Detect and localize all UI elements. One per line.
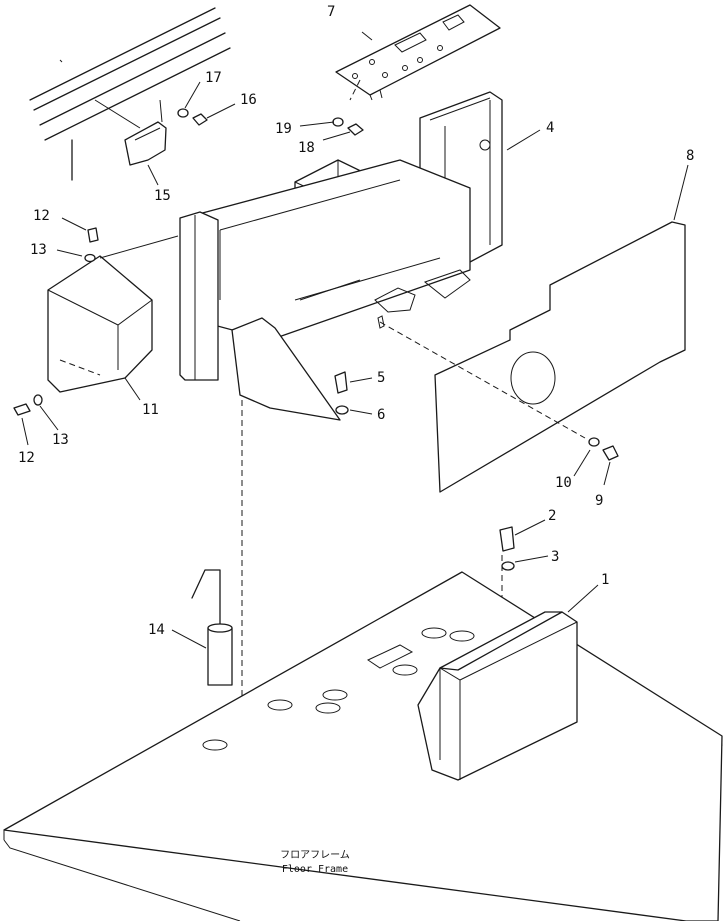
part-13-washer-lower — [33, 394, 43, 406]
callout-8: 8 — [686, 148, 694, 164]
callout-12-upper: 12 — [33, 208, 50, 224]
caption-english: Floor Frame — [282, 864, 348, 875]
part-1-box — [417, 611, 578, 781]
callout-9: 9 — [595, 493, 603, 509]
part-18-bolt — [347, 123, 364, 136]
caption-japanese: フロアフレーム — [280, 849, 350, 861]
part-13-washer-upper — [84, 253, 96, 263]
callout-7: 7 — [327, 4, 335, 20]
callout-2: 2 — [548, 508, 556, 524]
part-4-console-frame — [179, 91, 503, 421]
callout-5: 5 — [377, 370, 385, 386]
callout-1: 1 — [601, 572, 609, 588]
callout-16: 16 — [240, 92, 257, 108]
callout-14: 14 — [148, 622, 165, 638]
callout-18: 18 — [298, 140, 315, 156]
callout-11: 11 — [142, 402, 159, 418]
part-11-cover-box — [47, 235, 179, 393]
callout-13-lower: 13 — [52, 432, 69, 448]
callout-6: 6 — [377, 407, 385, 423]
part-17-washer — [177, 108, 189, 118]
callout-10: 10 — [555, 475, 572, 491]
part-16-bolt — [192, 113, 208, 126]
callout-13-upper: 13 — [30, 242, 47, 258]
part-15-bracket — [94, 99, 167, 166]
part-10-washer — [588, 437, 600, 447]
callout-labels: 1 2 3 4 5 6 7 8 9 10 11 12 12 13 13 14 1… — [18, 4, 694, 638]
floor-frame-caption: フロアフレーム Floor Frame — [280, 849, 350, 875]
callout-15: 15 — [154, 188, 171, 204]
part-7-panel-plate — [335, 4, 501, 101]
part-8-side-panel — [379, 221, 686, 493]
part-5-bolt — [334, 371, 348, 394]
callout-19: 19 — [275, 121, 292, 137]
part-6-washer — [335, 405, 349, 415]
part-19-washer — [332, 117, 344, 127]
part-12-bolt-lower — [13, 403, 31, 416]
callout-17: 17 — [205, 70, 222, 86]
part-9-bolt — [602, 445, 619, 461]
callout-3: 3 — [551, 549, 559, 565]
part-2-bolt — [499, 526, 515, 552]
upper-rail — [29, 7, 231, 181]
callout-4: 4 — [546, 120, 554, 136]
part-3-washer — [501, 561, 515, 571]
callout-12-lower: 12 — [18, 450, 35, 466]
leader-lines — [21, 31, 689, 649]
part-14-tube — [191, 569, 233, 686]
part-12-bolt-upper — [87, 227, 99, 243]
floor-frame — [3, 571, 723, 921]
